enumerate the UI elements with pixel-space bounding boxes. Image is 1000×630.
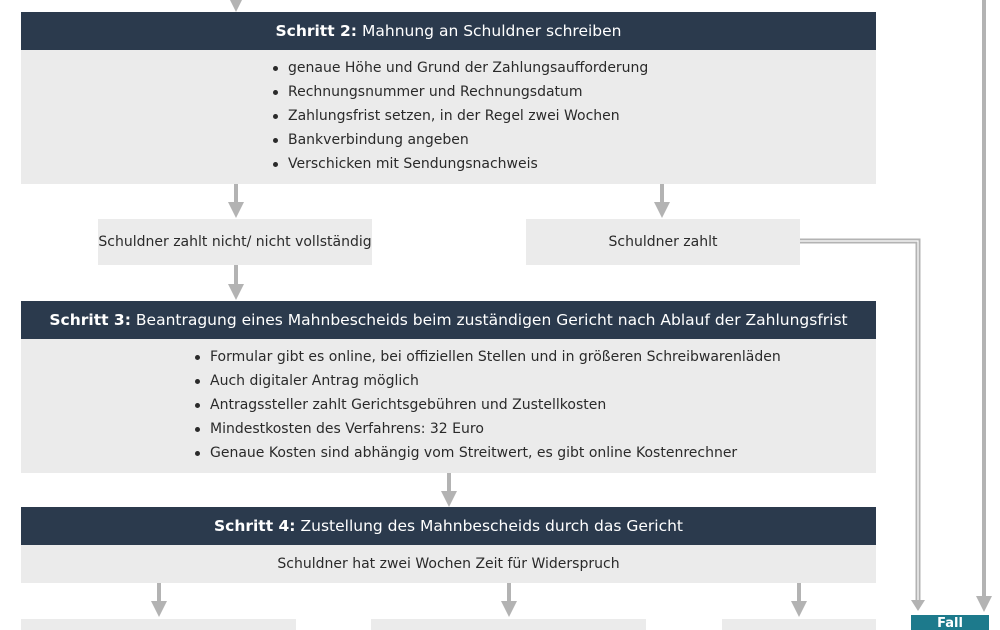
fall-label: Fall — [937, 616, 963, 630]
step4-header: Schritt 4: Zustellung des Mahnbescheids … — [21, 507, 876, 545]
step4-note: Schuldner hat zwei Wochen Zeit für Wider… — [21, 545, 876, 583]
step4-label: Schritt 4: — [213, 517, 296, 535]
bottom-box-fall: Fall — [911, 615, 989, 630]
bottom-box-right — [722, 619, 876, 630]
step4-title: Zustellung des Mahnbescheids durch das G… — [300, 517, 684, 535]
branch-not-paid: Schuldner zahlt nicht/ nicht vollständig — [98, 219, 372, 265]
step3-bullet-list: Formular gibt es online, bei offiziellen… — [193, 345, 781, 465]
step3-panel: Formular gibt es online, bei offiziellen… — [21, 339, 876, 473]
list-item: genaue Höhe und Grund der Zahlungsauffor… — [271, 56, 648, 80]
list-item: Mindestkosten des Verfahrens: 32 Euro — [193, 417, 781, 441]
step3-label: Schritt 3: — [49, 311, 131, 329]
list-item: Formular gibt es online, bei offiziellen… — [193, 345, 781, 369]
list-item: Rechnungsnummer und Rechnungsdatum — [271, 80, 648, 104]
step2-bullet-list: genaue Höhe und Grund der Zahlungsauffor… — [271, 56, 648, 176]
step2-panel: genaue Höhe und Grund der Zahlungsauffor… — [21, 50, 876, 184]
step2-title: Mahnung an Schuldner schreiben — [362, 22, 622, 40]
list-item: Verschicken mit Sendungsnachweis — [271, 152, 648, 176]
step3-header: Schritt 3: Beantragung eines Mahnbeschei… — [21, 301, 876, 339]
step3-title: Beantragung eines Mahnbescheids beim zus… — [135, 311, 848, 329]
list-item: Antragssteller zahlt Gerichtsgebühren un… — [193, 393, 781, 417]
list-item: Genaue Kosten sind abhängig vom Streitwe… — [193, 441, 781, 465]
list-item: Bankverbindung angeben — [271, 128, 648, 152]
step2-label: Schritt 2: — [275, 22, 358, 40]
branch-paid: Schuldner zahlt — [526, 219, 800, 265]
bottom-box-left — [21, 619, 296, 630]
step2-header: Schritt 2: Mahnung an Schuldner schreibe… — [21, 12, 876, 50]
list-item: Zahlungsfrist setzen, in der Regel zwei … — [271, 104, 648, 128]
list-item: Auch digitaler Antrag möglich — [193, 369, 781, 393]
bottom-box-middle — [371, 619, 646, 630]
